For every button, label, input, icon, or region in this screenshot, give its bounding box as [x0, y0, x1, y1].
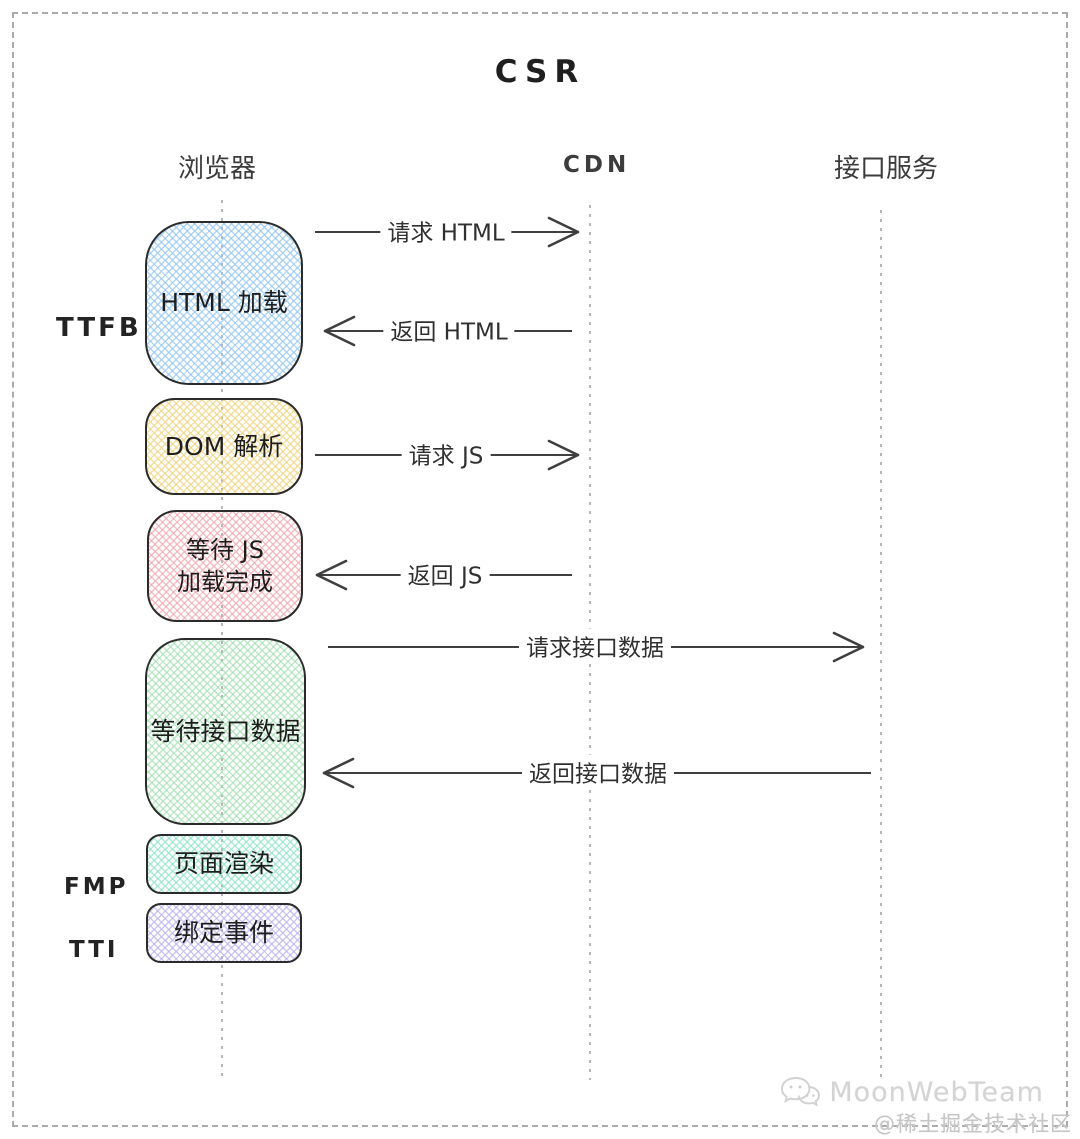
arrowhead-right-icon — [832, 631, 865, 663]
arrow-request-js: 请求 JS — [315, 436, 580, 473]
node-html-load: HTML 加载 — [145, 221, 303, 385]
lifeline-api — [880, 210, 882, 1080]
node-html-load-label: HTML 加载 — [160, 288, 288, 318]
arrow-request-html: 请求 HTML — [315, 213, 580, 250]
lane-header-cdn: CDN — [563, 152, 631, 178]
arrow-request-api-data-label: 请求接口数据 — [519, 628, 671, 663]
arrow-return-api-data: 返回接口数据 — [322, 754, 871, 791]
arrow-return-html-label: 返回 HTML — [383, 312, 515, 347]
arrowhead-left-icon — [322, 757, 355, 789]
watermark-brand-text: MoonWebTeam — [829, 1076, 1044, 1108]
node-wait-api-data-label: 等待接口数据 — [150, 716, 301, 746]
metric-tti: TTI — [69, 937, 119, 963]
arrowhead-left-icon — [323, 315, 356, 347]
watermark-brand: MoonWebTeam — [779, 1074, 1044, 1110]
node-page-render: 页面渲染 — [146, 834, 302, 894]
arrow-return-js-label: 返回 JS — [400, 556, 490, 591]
node-wait-js-line2: 加载完成 — [177, 568, 273, 596]
arrowhead-left-icon — [315, 559, 348, 591]
arrowhead-right-icon — [547, 439, 580, 471]
node-page-render-label: 页面渲染 — [173, 849, 274, 879]
node-wait-js: 等待 JS 加载完成 — [147, 510, 303, 622]
lane-header-browser: 浏览器 — [178, 154, 257, 184]
diagram-title: CSR — [494, 54, 586, 90]
arrow-request-js-label: 请求 JS — [401, 436, 491, 471]
node-dom-parse: DOM 解析 — [145, 398, 303, 495]
arrow-request-html-label: 请求 HTML — [380, 213, 512, 248]
wechat-icon — [781, 1076, 821, 1107]
arrow-return-js: 返回 JS — [315, 556, 572, 593]
metric-ttfb: TTFB — [56, 313, 142, 343]
lane-header-api: 接口服务 — [834, 154, 939, 184]
node-dom-parse-label: DOM 解析 — [164, 431, 284, 461]
node-wait-api-data: 等待接口数据 — [145, 638, 306, 825]
arrow-return-api-data-label: 返回接口数据 — [522, 754, 674, 789]
node-bind-events-label: 绑定事件 — [173, 918, 274, 948]
node-bind-events: 绑定事件 — [146, 903, 302, 963]
metric-fmp: FMP — [64, 874, 129, 900]
arrow-return-html: 返回 HTML — [323, 312, 572, 349]
watermark-community: @稀土掘金技术社区 — [874, 1112, 1072, 1136]
arrow-request-api-data: 请求接口数据 — [328, 628, 865, 665]
node-wait-js-line1: 等待 JS — [186, 535, 264, 564]
arrowhead-right-icon — [547, 216, 580, 248]
